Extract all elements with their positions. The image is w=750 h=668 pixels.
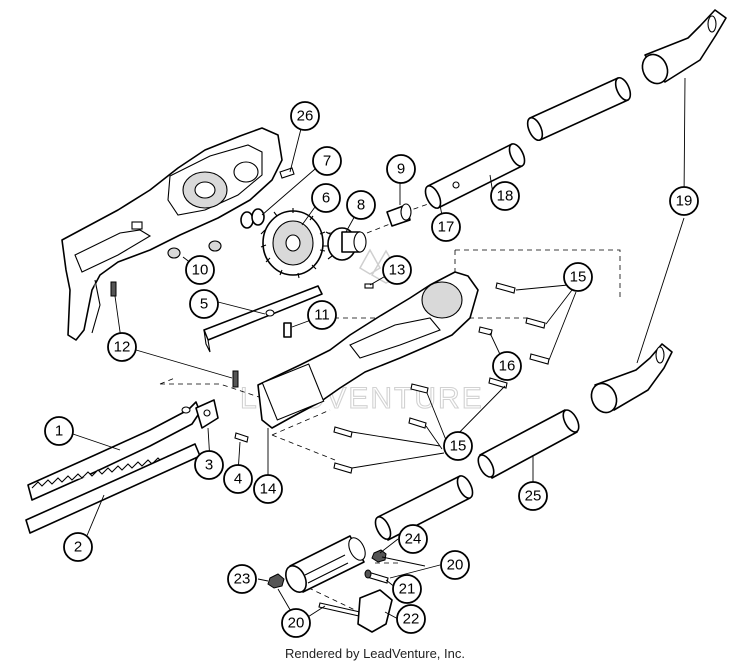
bushings	[110, 240, 222, 297]
svg-text:2: 2	[74, 539, 82, 556]
callout-12: 12	[107, 332, 137, 362]
svg-text:13: 13	[389, 262, 406, 279]
svg-text:12: 12	[114, 339, 131, 356]
svg-text:10: 10	[192, 262, 209, 279]
screws-15	[333, 282, 550, 474]
svg-text:20: 20	[288, 615, 305, 632]
callout-26: 26	[290, 101, 320, 131]
svg-text:22: 22	[403, 611, 420, 628]
svg-text:18: 18	[497, 188, 514, 205]
svg-text:21: 21	[399, 581, 416, 598]
lower-extension-tube	[477, 409, 580, 479]
callout-23: 23	[227, 564, 257, 594]
gearbox-housing-left	[61, 127, 283, 341]
leader-lines	[69, 77, 686, 623]
callout-18: 18	[490, 181, 520, 211]
callout-3: 3	[194, 450, 224, 480]
pins	[232, 283, 374, 388]
svg-text:8: 8	[357, 197, 365, 214]
bushing-9	[386, 203, 412, 227]
callout-21: 21	[392, 574, 422, 604]
callout-22: 22	[396, 604, 426, 634]
callout-2: 2	[63, 532, 93, 562]
svg-text:15: 15	[570, 269, 587, 286]
callout-6: 6	[311, 183, 341, 213]
blade-clamp-bar	[203, 285, 323, 353]
pinion-gear	[323, 227, 367, 261]
bolt-21	[364, 569, 389, 584]
nuts	[267, 549, 387, 589]
callout-24: 24	[398, 524, 428, 554]
callout-7: 7	[312, 146, 342, 176]
callout-25: 25	[518, 481, 548, 511]
svg-text:17: 17	[438, 219, 455, 236]
svg-text:1: 1	[55, 423, 63, 440]
knob-bolt	[318, 589, 393, 633]
tube-clamp-collar	[285, 535, 366, 593]
svg-text:24: 24	[405, 531, 422, 548]
screw-4	[234, 432, 249, 443]
screw-26	[279, 167, 295, 179]
callout-20-right: 20	[440, 550, 470, 580]
svg-text:15: 15	[450, 438, 467, 455]
callout-15-lower: 15	[443, 431, 473, 461]
callout-9: 9	[386, 154, 416, 184]
upper-extension-tube	[424, 143, 526, 209]
handle-tube	[374, 475, 474, 541]
callout-1: 1	[44, 416, 74, 446]
svg-text:14: 14	[260, 481, 277, 498]
svg-text:4: 4	[234, 471, 242, 488]
callout-5: 5	[189, 289, 219, 319]
footer-credit: Rendered by LeadVenture, Inc.	[285, 646, 465, 661]
callout-4: 4	[223, 464, 253, 494]
svg-text:7: 7	[323, 153, 331, 170]
callout-16: 16	[492, 351, 522, 381]
end-cap-top	[641, 9, 727, 85]
callout-15-upper: 15	[563, 262, 593, 292]
svg-text:16: 16	[499, 358, 516, 375]
callout-11: 11	[307, 300, 337, 330]
washers	[240, 208, 265, 229]
svg-text:23: 23	[234, 571, 251, 588]
gearbox-housing-right	[257, 271, 479, 429]
extension-tube-middle	[526, 76, 632, 142]
callout-8: 8	[346, 190, 376, 220]
svg-text:6: 6	[322, 190, 330, 207]
callout-10: 10	[185, 255, 215, 285]
end-cap-bottom	[590, 343, 673, 414]
callout-20-left: 20	[281, 608, 311, 638]
blade-clamp	[195, 399, 219, 429]
svg-text:5: 5	[200, 296, 208, 313]
svg-text:20: 20	[447, 557, 464, 574]
svg-text:25: 25	[525, 488, 542, 505]
svg-text:3: 3	[205, 457, 213, 474]
large-bevel-gear	[260, 208, 326, 279]
svg-text:9: 9	[397, 161, 405, 178]
svg-text:26: 26	[297, 108, 314, 125]
svg-text:11: 11	[314, 307, 330, 324]
callout-19: 19	[669, 186, 699, 216]
callouts: 1 2 3 4 5 6 7 8 9 10 11 12 13 14 15 15 1…	[44, 101, 699, 638]
svg-text:19: 19	[676, 193, 693, 210]
callout-13: 13	[382, 255, 412, 285]
callout-14: 14	[253, 474, 283, 504]
callout-17: 17	[431, 212, 461, 242]
